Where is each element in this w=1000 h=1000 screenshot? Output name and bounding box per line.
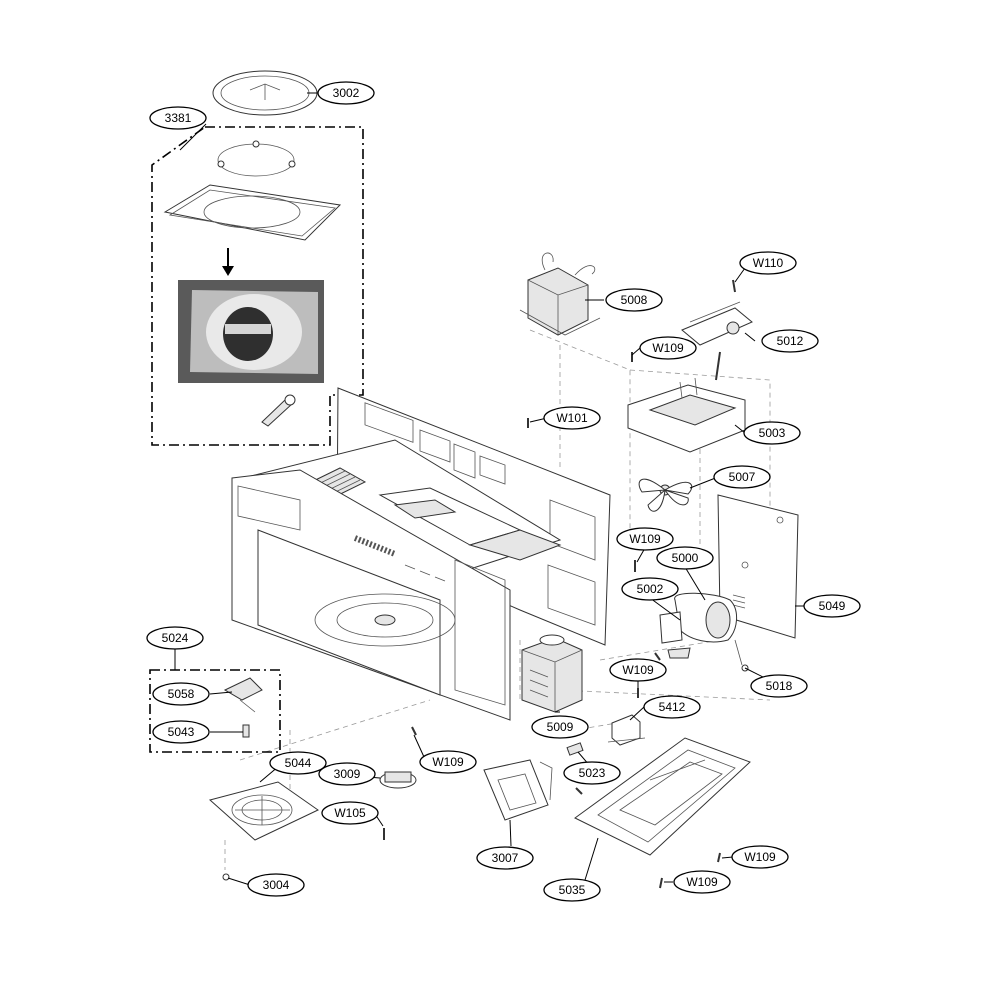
transformer-part (519, 252, 601, 336)
callout-5018: 5018 (750, 674, 808, 698)
arrow-down-icon (222, 248, 234, 276)
callout-W105-label: W105 (334, 806, 366, 820)
glass-tray-part (212, 70, 318, 116)
callout-5024: 5024 (146, 626, 204, 650)
callout-W109-f-label: W109 (686, 875, 718, 889)
callout-3009-label: 3009 (334, 767, 361, 781)
callout-5007: 5007 (713, 465, 771, 489)
screw-parts (222, 279, 736, 889)
callout-3381-label: 3381 (165, 111, 192, 125)
callout-W109-d-label: W109 (432, 755, 464, 769)
callout-5044-label: 5044 (285, 756, 312, 770)
callout-5000: 5000 (656, 546, 714, 570)
callout-5009-label: 5009 (547, 720, 574, 734)
callout-3009: 3009 (318, 762, 376, 786)
fan-blade-part (638, 478, 693, 512)
callout-3002: 3002 (317, 81, 375, 105)
cooling-fan-motor-part (659, 592, 749, 672)
stirrer-motor-part (379, 771, 417, 789)
shield-3007-part (483, 759, 553, 821)
fan-housing-part (627, 377, 746, 453)
callout-W109-b: W109 (616, 527, 674, 551)
callout-5035: 5035 (543, 878, 601, 902)
callout-W109-d: W109 (419, 750, 477, 774)
callout-W105: W105 (321, 801, 379, 825)
coupler-part (261, 394, 296, 427)
turntable-plate-part (163, 184, 342, 241)
callout-W109-e-label: W109 (744, 850, 776, 864)
turntable-cavity-photo-icon (178, 280, 324, 383)
callout-3007: 3007 (476, 846, 534, 870)
callout-5012: 5012 (761, 329, 819, 353)
callout-5049-label: 5049 (819, 599, 846, 613)
callout-5008: 5008 (605, 288, 663, 312)
callout-3381: 3381 (149, 106, 207, 130)
thermostat-5412-part (607, 714, 646, 746)
callout-5000-label: 5000 (672, 551, 699, 565)
roller-ring-part (217, 140, 296, 177)
turntable-assembly-group (151, 70, 364, 446)
callout-5058-label: 5058 (168, 687, 195, 701)
callout-W109-f: W109 (673, 870, 731, 894)
callout-5023-label: 5023 (579, 766, 606, 780)
sensor-5023-part (566, 742, 584, 756)
callout-5043-label: 5043 (168, 725, 195, 739)
callout-5003: 5003 (743, 421, 801, 445)
callout-3002-label: 3002 (333, 86, 360, 100)
stirrer-assembly-group (149, 669, 281, 753)
callout-5007-label: 5007 (729, 470, 756, 484)
side-panel-part (717, 494, 799, 639)
callout-W109-a: W109 (639, 336, 697, 360)
callout-W109-c: W109 (609, 658, 667, 682)
callout-W101-label: W101 (556, 411, 588, 425)
callout-5002-label: 5002 (637, 582, 664, 596)
callout-5058: 5058 (152, 682, 210, 706)
callout-5012-label: 5012 (777, 334, 804, 348)
callout-5044: 5044 (269, 751, 327, 775)
callout-5009: 5009 (531, 715, 589, 739)
callout-5412-label: 5412 (659, 700, 686, 714)
callout-5003-label: 5003 (759, 426, 786, 440)
callout-W110: W110 (739, 251, 797, 275)
callout-W109-a-label: W109 (652, 341, 684, 355)
callout-3004: 3004 (247, 873, 305, 897)
callout-5018-label: 5018 (766, 679, 793, 693)
stirrer-cover-part (208, 781, 319, 841)
guide-lines (224, 329, 771, 870)
leader-lines (174, 92, 804, 886)
callout-5043: 5043 (152, 720, 210, 744)
fan-motor-bracket-part (681, 301, 753, 381)
callout-5049: 5049 (803, 594, 861, 618)
callout-W101: W101 (543, 406, 601, 430)
callout-3007-label: 3007 (492, 851, 519, 865)
callout-W109-e: W109 (731, 845, 789, 869)
base-plate-part (574, 737, 751, 856)
callout-W109-b-label: W109 (629, 532, 661, 546)
callout-3004-label: 3004 (263, 878, 290, 892)
callout-5002: 5002 (621, 577, 679, 601)
oven-cavity-chassis (231, 387, 611, 721)
callout-5412: 5412 (643, 695, 701, 719)
callout-5024-label: 5024 (162, 631, 189, 645)
magnetron-part (521, 634, 583, 713)
callout-5008-label: 5008 (621, 293, 648, 307)
callout-W109-c-label: W109 (622, 663, 654, 677)
callout-W110-label: W110 (753, 256, 784, 270)
callout-5035-label: 5035 (559, 883, 586, 897)
callout-5023: 5023 (563, 761, 621, 785)
